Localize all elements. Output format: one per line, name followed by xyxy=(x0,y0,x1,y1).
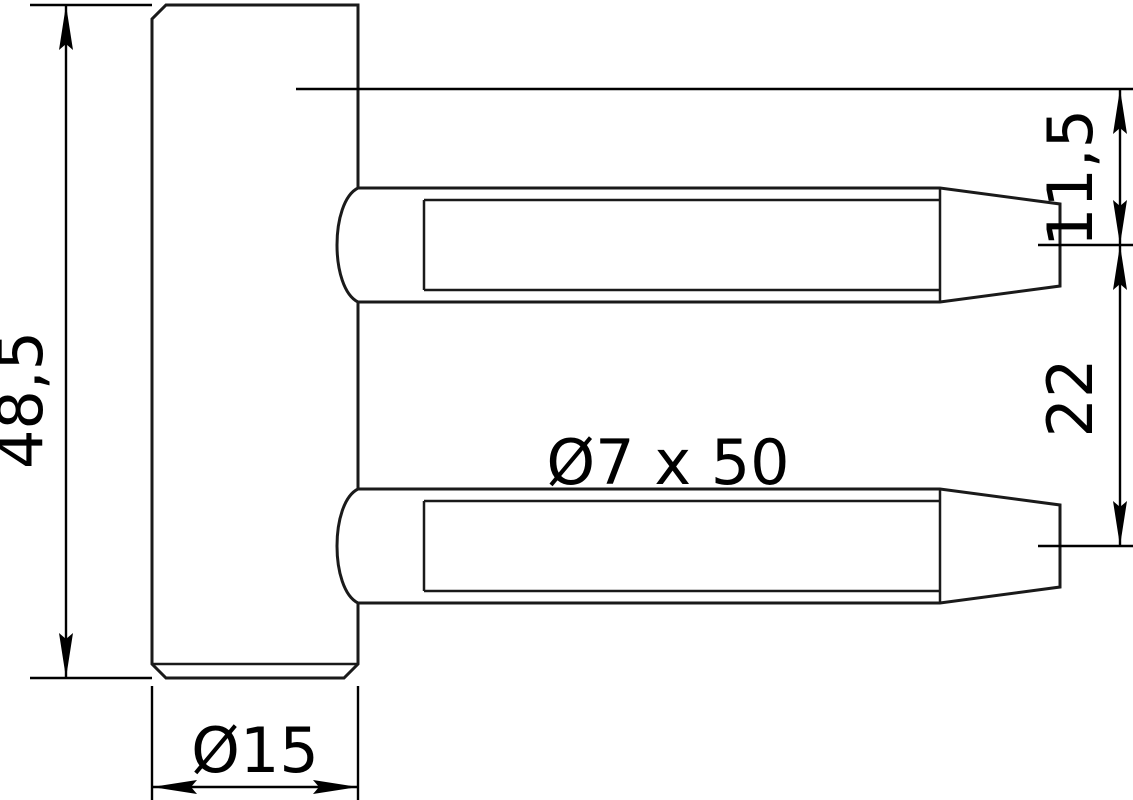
hinge-body-top-chamfer-line xyxy=(151,4,167,20)
hinge-body-outline xyxy=(150,3,360,680)
body-diameter-arrow-right xyxy=(313,780,358,794)
pin-callout-label: Ø7 x 50 xyxy=(546,426,789,499)
overall-height-arrow-bottom xyxy=(59,633,73,678)
pin-spacing-label: 22 xyxy=(1034,359,1107,438)
pin-spacing-arrow-top xyxy=(1113,245,1127,290)
overall-height-label: 48,5 xyxy=(0,331,57,469)
body-diameter-arrow-left xyxy=(152,780,197,794)
dimension-top-pin-offset: 11,5 xyxy=(1034,89,1127,247)
top-pin-offset-arrow-top xyxy=(1113,89,1127,134)
dimension-pin-spacing: 22 xyxy=(1034,245,1127,546)
body-diameter-label: Ø15 xyxy=(191,714,319,787)
hinge-body-group xyxy=(150,3,360,680)
lower-pin-group xyxy=(335,487,1062,605)
top-pin-offset-label: 11,5 xyxy=(1034,109,1107,247)
overall-height-arrow-top xyxy=(59,5,73,50)
upper-pin-outline xyxy=(335,186,1062,304)
upper-pin-group xyxy=(335,186,1062,304)
dimension-overall-height: 48,5 xyxy=(0,3,152,680)
top-pin-offset-arrow-bottom xyxy=(1113,200,1127,245)
dimension-body-diameter: Ø15 xyxy=(150,686,360,800)
pin-spacing-arrow-bottom xyxy=(1113,501,1127,546)
lower-pin-outline xyxy=(335,487,1062,605)
